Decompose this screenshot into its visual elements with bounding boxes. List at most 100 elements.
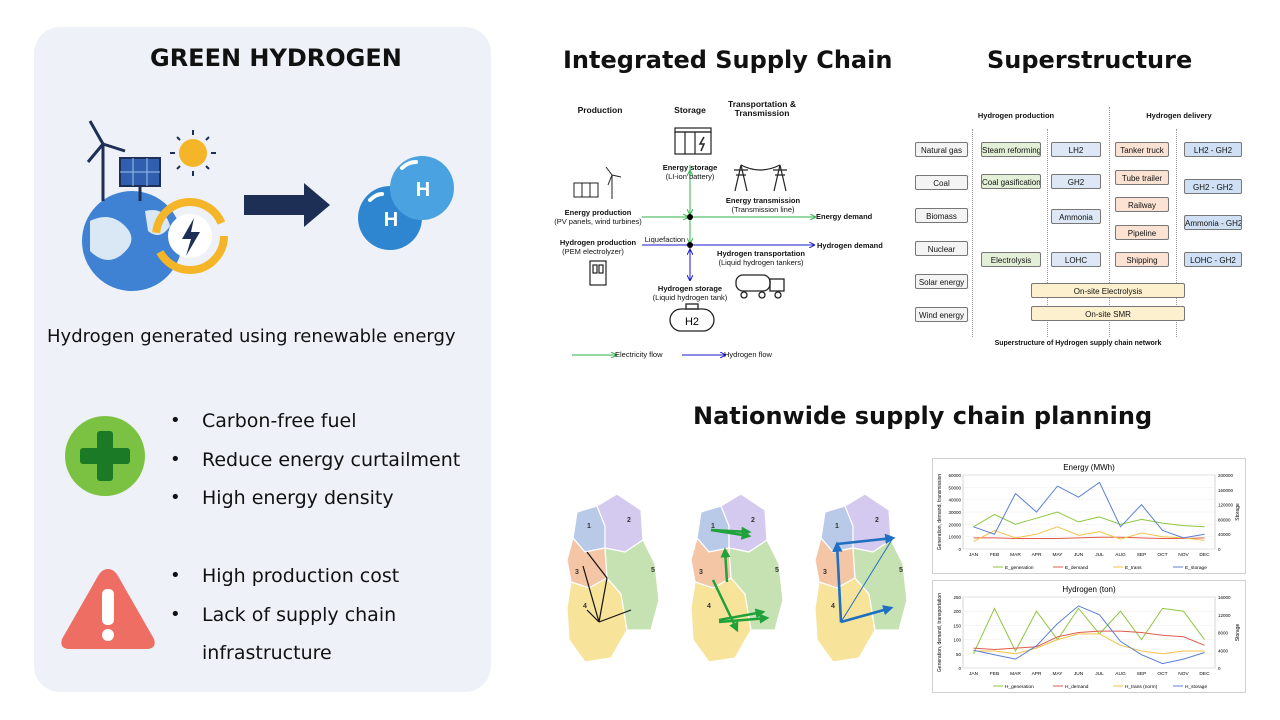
energy-storage-label: Energy storage [662,163,718,172]
header-delivery: Hydrogen delivery [1146,111,1212,120]
energy-transmission-label: Energy transmission [725,196,801,205]
sun-icon [170,130,216,176]
region-label: 3 [823,569,827,576]
hydrogen-transportation-label: Hydrogen transportation [717,249,805,258]
x-tick-label: SEP [1137,552,1147,558]
flow-arrow [586,551,608,579]
hydrogen-form-box: LOHC [1051,252,1101,267]
y-tick-label: 50000 [948,485,961,490]
region-5 [604,539,660,631]
solar-wind-icon [573,166,622,199]
hydrogen-chart-svg: Hydrogen (ton)05010015020025004000800012… [937,585,1241,690]
h-atom-label-1: H [416,179,430,201]
conversion-box: Ammonia - GH2 [1184,215,1242,230]
plot-area [962,596,1216,669]
region-label: 5 [775,567,779,574]
green-hydrogen-title: GREEN HYDROGEN [150,44,402,72]
legend-label: E_storage [1185,565,1207,571]
x-tick-label: AUG [1115,552,1126,558]
x-tick-label: JAN [969,552,979,558]
y-tick-label: 0 [958,547,961,552]
y2-tick-label: 0 [1218,666,1221,671]
energy-demand-label: Energy demand [816,212,873,221]
conversion-box: LOHC - GH2 [1184,251,1242,267]
x-tick-label: MAR [1010,671,1021,677]
superstructure-caption: Superstructure of Hydrogen supply chain … [994,340,1162,347]
superstructure-diagram: Hydrogen production Hydrogen delivery Na… [908,107,1260,347]
x-tick-label: DEC [1199,671,1210,677]
legend-electricity-label: Electricity flow [615,350,663,359]
h2-tank-icon [669,303,715,332]
region-label: 1 [711,523,715,530]
y2-axis-label: Storage [1235,503,1241,521]
legend-label: E_demand [1065,565,1089,571]
region-label: 1 [587,523,591,530]
y-tick-label: 250 [953,595,961,600]
supply-chain-title: Integrated Supply Chain [563,46,893,74]
y-axis-label: Generation, demand, transmission [937,474,943,551]
legend-label: E_trans [1125,565,1142,571]
liquefaction-label: Liquefaction [644,235,686,244]
flow-arrow [836,533,896,546]
green-hydrogen-caption: Hydrogen generated using renewable energ… [47,326,456,347]
y2-tick-label: 120000 [1218,503,1234,508]
x-tick-label: MAY [1052,671,1063,677]
series-line [973,630,1205,651]
flow-arrow [598,577,608,623]
series-line [973,526,1205,543]
x-tick-label: MAY [1052,552,1063,558]
y2-tick-label: 40000 [1218,532,1231,537]
x-tick-label: JUN [1074,552,1084,558]
energy-chart-svg: Energy (MWh)0100002000030000400005000060… [937,463,1241,571]
process-box: Steam reforming [981,142,1041,157]
source-box: Nuclear [915,241,968,256]
energy-storage-sub: (LI-ion battery) [665,172,715,181]
con-item: High production cost [170,557,399,596]
region-label: 3 [575,569,579,576]
col-production-label: Production [577,105,623,115]
legend-label: E_generation [1005,565,1034,571]
y2-tick-label: 200000 [1218,473,1234,478]
x-tick-label: OCT [1157,671,1167,677]
y-tick-label: 10000 [948,535,961,540]
series-line [973,481,1205,539]
delivery-mode-box: Railway [1115,197,1169,212]
y2-tick-label: 16000 [1218,595,1231,600]
electrolyzer-icon [589,260,607,286]
source-box: Coal [915,175,968,190]
legend-label: H_demand [1065,684,1089,690]
x-tick-label: MAR [1010,552,1021,558]
process-box: Electrolysis [981,252,1041,267]
source-box: Biomass [915,208,968,223]
region-label: 4 [707,603,711,610]
region-label: 2 [751,517,755,524]
solar-panel-icon [119,157,161,201]
onsite-box: On-site Electrolysis [1031,283,1185,298]
x-tick-label: JUN [1074,671,1084,677]
x-tick-label: JUL [1095,671,1104,677]
flow-arrow [582,565,600,623]
h-atom-label-2: H [384,209,398,231]
region-label: 4 [831,603,835,610]
series-line [973,511,1205,528]
region-5 [728,539,784,631]
x-tick-label: SEP [1137,671,1147,677]
y-tick-label: 60000 [948,473,961,478]
chart-title: Energy (MWh) [1063,463,1115,472]
x-tick-label: NOV [1178,671,1189,677]
delivery-mode-box: Tanker truck [1115,142,1169,157]
hydrogen-form-box: Ammonia [1051,209,1101,224]
hydrogen-form-box: LH2 [1051,142,1101,157]
x-tick-label: FEB [990,552,999,558]
flow-arrow [586,609,600,623]
flow-arrow [832,541,843,623]
con-item-continued: infrastructure [202,642,332,664]
battery-icon [674,127,712,155]
cons-list: High production cost Lack of supply chai… [170,557,399,673]
legend-label: H_trans (norm) [1125,684,1158,690]
col-storage-label: Storage [674,105,706,115]
x-tick-label: NOV [1178,552,1189,558]
